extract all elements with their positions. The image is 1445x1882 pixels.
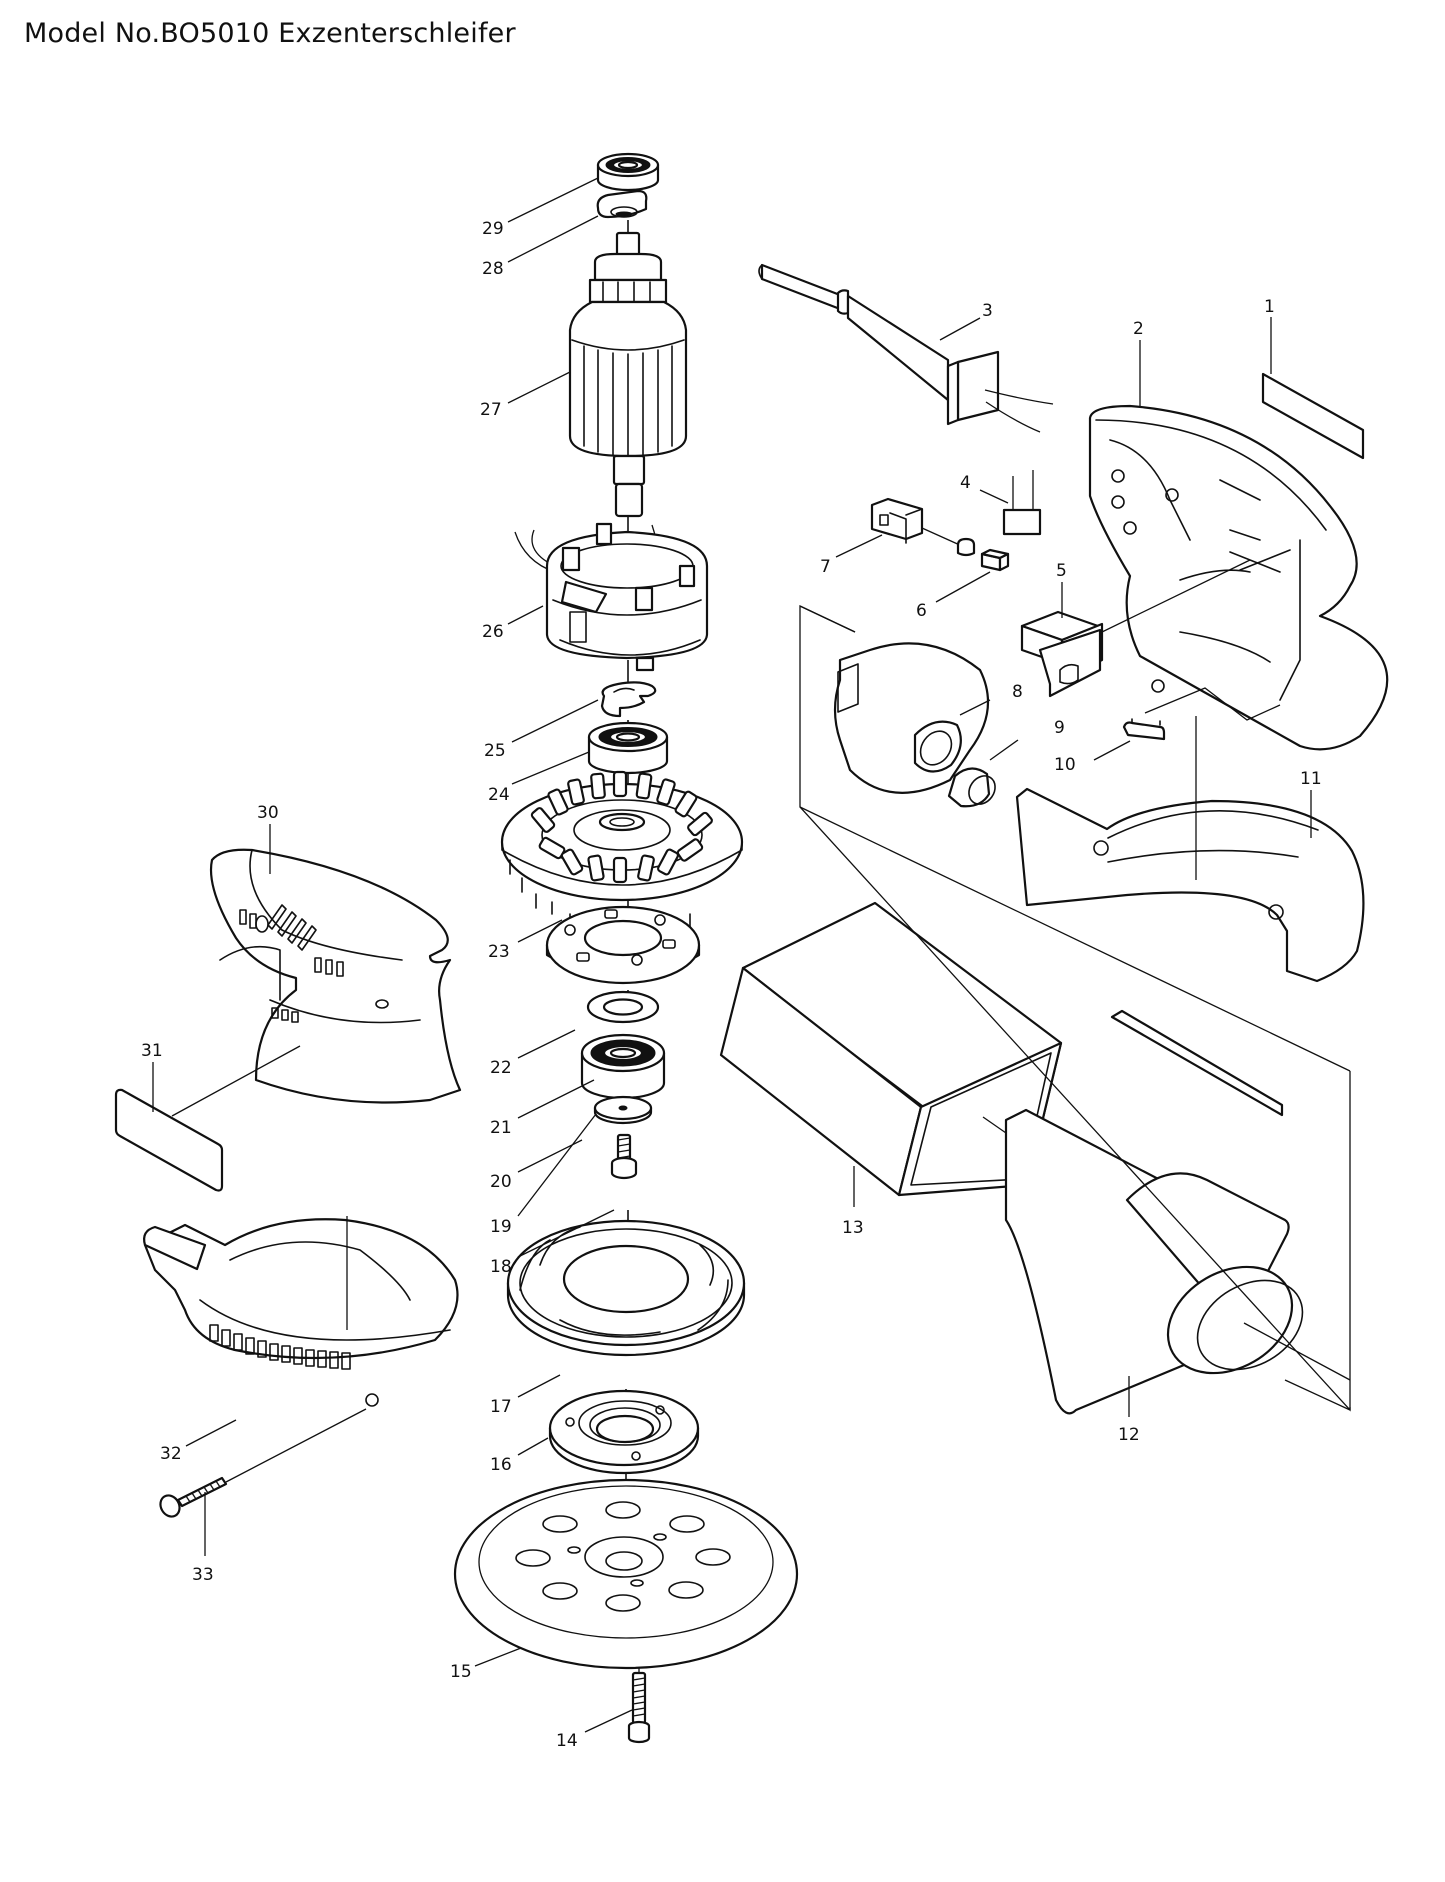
part-12-dust-nozzle[interactable] (1004, 1009, 1351, 1415)
callout-16[interactable]: 16 (490, 1455, 512, 1475)
callout-19[interactable]: 19 (490, 1217, 512, 1237)
callout-3[interactable]: 3 (982, 301, 993, 321)
part-32-bottom-shroud[interactable] (143, 1218, 459, 1407)
callout-6[interactable]: 6 (916, 601, 927, 621)
part-20-ball-bearing[interactable] (580, 1033, 666, 1100)
callout-13[interactable]: 13 (842, 1218, 864, 1238)
part-11-frame[interactable] (1015, 787, 1365, 983)
callouts: 1 2 3 4 5 6 7 8 9 10 11 12 13 (141, 177, 1322, 1751)
part-7-brush-holder[interactable] (870, 497, 924, 544)
callout-15[interactable]: 15 (450, 1662, 472, 1682)
callout-17[interactable]: 17 (490, 1397, 512, 1417)
callout-23[interactable]: 23 (488, 942, 510, 962)
part-27-armature[interactable] (568, 231, 688, 518)
part-17-pad-holder[interactable] (506, 1219, 746, 1357)
part-28-bearing-retainer[interactable] (596, 189, 648, 219)
part-33-tapping-screw[interactable] (157, 1476, 228, 1520)
callout-8[interactable]: 8 (1012, 682, 1023, 702)
callout-27[interactable]: 27 (480, 400, 502, 420)
part-6-carbon-brush[interactable] (921, 527, 1010, 572)
callout-10[interactable]: 10 (1054, 755, 1076, 775)
part-18-screw[interactable] (610, 1133, 638, 1180)
part-19-flat-washer[interactable] (593, 1095, 653, 1125)
callout-18[interactable]: 18 (490, 1257, 512, 1277)
part-22-bearing-box[interactable] (545, 905, 701, 985)
part-15-sanding-pad[interactable] (453, 1478, 799, 1670)
part-5-switch[interactable] (1020, 559, 1251, 698)
callout-9[interactable]: 9 (1054, 718, 1065, 738)
part-26-field-stator[interactable] (514, 522, 709, 672)
part-8-rear-cap[interactable] (833, 642, 990, 794)
assembly-guide-lines (171, 604, 1351, 1483)
part-9-ring[interactable] (947, 767, 1000, 809)
callout-1[interactable]: 1 (1264, 297, 1275, 317)
callout-12[interactable]: 12 (1118, 1425, 1140, 1445)
callout-33[interactable]: 33 (192, 1565, 214, 1585)
part-31-name-plate[interactable] (114, 1088, 224, 1192)
part-10-clip[interactable] (1122, 718, 1166, 741)
part-24-ball-bearing[interactable] (587, 721, 669, 775)
callout-22[interactable]: 22 (490, 1058, 512, 1078)
part-29-ball-bearing[interactable] (596, 152, 660, 192)
callout-21[interactable]: 21 (490, 1118, 512, 1138)
callout-26[interactable]: 26 (482, 622, 504, 642)
callout-25[interactable]: 25 (484, 741, 506, 761)
part-2-housing[interactable] (1088, 404, 1389, 751)
callout-30[interactable]: 30 (257, 803, 279, 823)
callout-2[interactable]: 2 (1133, 319, 1144, 339)
part-3-power-cord[interactable] (758, 263, 1054, 433)
part-21-washer[interactable] (586, 990, 660, 1024)
callout-29[interactable]: 29 (482, 219, 504, 239)
part-14-screw[interactable] (627, 1671, 651, 1744)
part-1-label[interactable] (1261, 372, 1365, 460)
part-25-insulation-washer[interactable] (600, 681, 657, 718)
callout-28[interactable]: 28 (482, 259, 504, 279)
part-23-fan[interactable] (500, 770, 744, 943)
callout-20[interactable]: 20 (490, 1172, 512, 1192)
callout-31[interactable]: 31 (141, 1041, 163, 1061)
callout-11[interactable]: 11 (1300, 769, 1322, 789)
callout-24[interactable]: 24 (488, 785, 510, 805)
callout-7[interactable]: 7 (820, 557, 831, 577)
callout-32[interactable]: 32 (160, 1444, 182, 1464)
part-16-retainer-plate[interactable] (548, 1389, 700, 1475)
part-4-capacitor[interactable] (1002, 470, 1042, 536)
diagram-title: Model No.BO5010 Exzenterschleifer (24, 18, 516, 49)
callout-4[interactable]: 4 (960, 473, 971, 493)
part-30-motor-housing-cover[interactable] (209, 848, 462, 1104)
callout-5[interactable]: 5 (1056, 561, 1067, 581)
callout-14[interactable]: 14 (556, 1731, 578, 1751)
